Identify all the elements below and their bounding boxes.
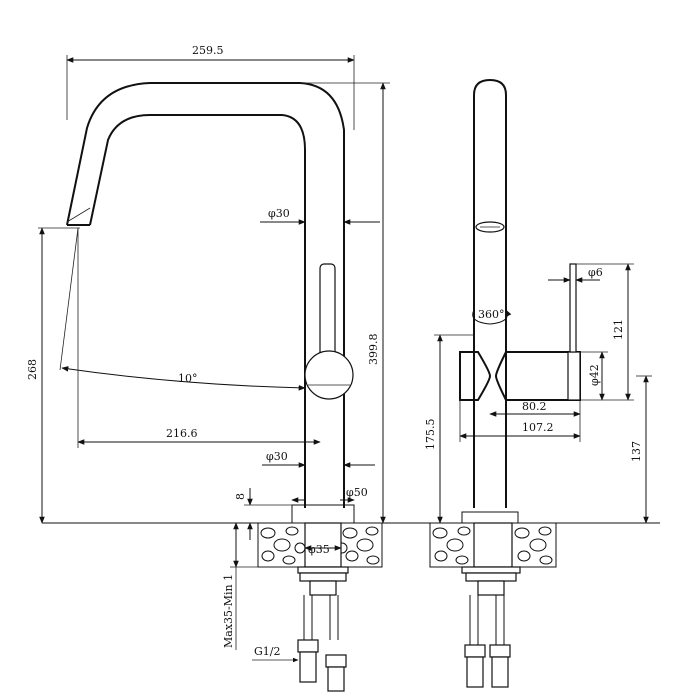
mixer-body bbox=[459, 351, 492, 401]
label-thread: G1/2 bbox=[254, 645, 281, 658]
label-pipe-diameter-top: φ30 bbox=[268, 207, 290, 220]
side-view: 259.5 φ30 399.8 268 10° 216.6 φ30 φ50 bbox=[26, 44, 660, 692]
nut bbox=[299, 572, 347, 582]
stone-pattern-left bbox=[260, 526, 306, 565]
label-handle-diameter: φ6 bbox=[588, 266, 603, 279]
hose-nut-left bbox=[297, 639, 319, 653]
fixing-nut bbox=[309, 580, 337, 596]
label-lever-total: 107.2 bbox=[522, 421, 554, 434]
label-handle-base-height: 137 bbox=[630, 441, 643, 462]
label-base-height: 8 bbox=[234, 493, 247, 500]
label-shank-diameter: φ35 bbox=[308, 543, 330, 556]
front-base-flange bbox=[461, 511, 519, 524]
front-hose-end-left bbox=[466, 656, 484, 688]
label-angle: 10° bbox=[178, 372, 198, 385]
supply-hoses bbox=[303, 595, 339, 640]
label-handle-height: 121 bbox=[612, 319, 625, 340]
label-overall-width: 259.5 bbox=[192, 44, 224, 57]
front-washer bbox=[461, 566, 521, 574]
label-body-height: 175.5 bbox=[424, 419, 437, 451]
dim-angle-arc bbox=[61, 366, 306, 391]
label-reach: 216.6 bbox=[166, 427, 198, 440]
front-stone-pattern-right bbox=[514, 526, 553, 565]
label-rotation: 360° bbox=[478, 308, 505, 321]
hose-nut-right bbox=[325, 654, 347, 668]
label-base-diameter: φ50 bbox=[346, 486, 368, 499]
handle-stick bbox=[569, 263, 577, 353]
washer bbox=[297, 566, 349, 574]
front-shank bbox=[473, 522, 513, 568]
spout-outer bbox=[66, 82, 345, 508]
mixer-body-right bbox=[494, 351, 581, 401]
label-thickness: Max35-Min 1 bbox=[222, 574, 235, 648]
aerator-line bbox=[66, 207, 91, 223]
handle-knob bbox=[304, 350, 354, 400]
hose-end-right bbox=[327, 666, 345, 692]
front-nut bbox=[465, 572, 517, 582]
label-body-diameter: φ42 bbox=[588, 364, 601, 386]
rotation-arrow bbox=[472, 309, 512, 325]
label-total-height: 399.8 bbox=[367, 334, 380, 366]
label-spout-height: 268 bbox=[26, 359, 39, 380]
hose-end-left bbox=[299, 651, 317, 683]
front-hose-nut-right bbox=[489, 644, 511, 658]
angle-ref-line bbox=[59, 227, 79, 371]
label-lever-length: 80.2 bbox=[522, 400, 547, 413]
front-stone-pattern-left bbox=[432, 526, 471, 565]
front-supply-hoses bbox=[469, 595, 505, 645]
front-hose-nut-left bbox=[464, 644, 486, 658]
front-fixing-nut bbox=[477, 580, 505, 596]
shank bbox=[304, 522, 342, 568]
label-pipe-diameter-base: φ30 bbox=[266, 450, 288, 463]
stone-pattern-right bbox=[336, 526, 380, 565]
front-hose-end-right bbox=[491, 656, 509, 688]
front-view: 360° bbox=[424, 78, 652, 688]
spout-inner bbox=[89, 114, 306, 508]
handle-end-cap bbox=[567, 351, 581, 401]
front-spout bbox=[473, 78, 507, 508]
